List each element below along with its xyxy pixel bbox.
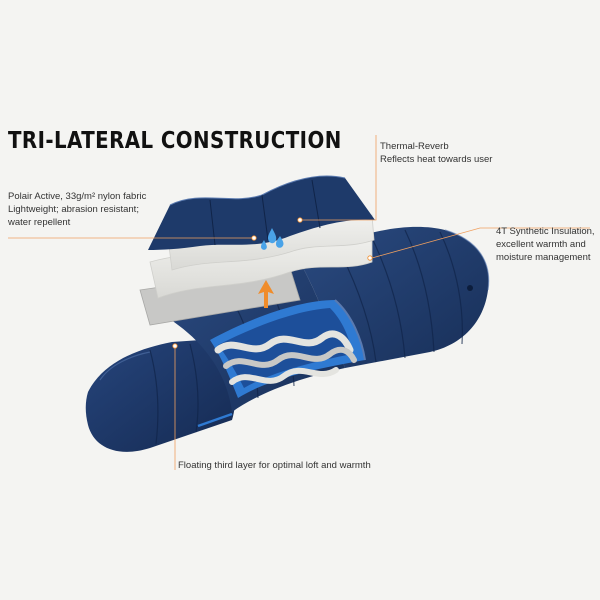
cutaway-inner-section <box>210 299 366 398</box>
callout-thermal-line-2: Reflects heat towards user <box>380 154 493 165</box>
water-droplets-icon <box>261 228 284 250</box>
layer-stack <box>139 175 375 326</box>
callout-insulation-line-2: excellent warmth and <box>496 239 586 250</box>
leader-lines <box>8 135 590 470</box>
callout-insulation: 4T Synthetic Insulation, excellent warmt… <box>496 225 595 264</box>
callout-insulation-line-1: 4T Synthetic Insulation, <box>496 226 595 237</box>
bag-foot-section <box>85 338 236 452</box>
callout-insulation-line-3: moisture management <box>496 252 591 263</box>
callout-fabric: Polair Active, 33g/m² nylon fabric Light… <box>8 190 146 229</box>
page-title: TRI-LATERAL CONSTRUCTION <box>8 128 342 154</box>
callout-fabric-line-1: Polair Active, 33g/m² nylon fabric <box>8 191 147 202</box>
leader-insulation <box>371 227 590 259</box>
heat-arrow-icon <box>258 280 274 308</box>
callout-fabric-line-2: Lightweight; abrasion resistant; <box>8 204 139 215</box>
callout-floating: Floating third layer for optimal loft an… <box>178 459 371 472</box>
callout-thermal-line-1: Thermal-Reverb <box>380 141 449 152</box>
callout-thermal: Thermal-Reverb Reflects heat towards use… <box>380 140 492 166</box>
outer-shell-layer <box>148 175 375 250</box>
leader-thermal <box>302 135 377 221</box>
callout-floating-line-1: Floating third layer for optimal loft an… <box>178 460 371 471</box>
callout-fabric-line-3: water repellent <box>8 217 71 228</box>
